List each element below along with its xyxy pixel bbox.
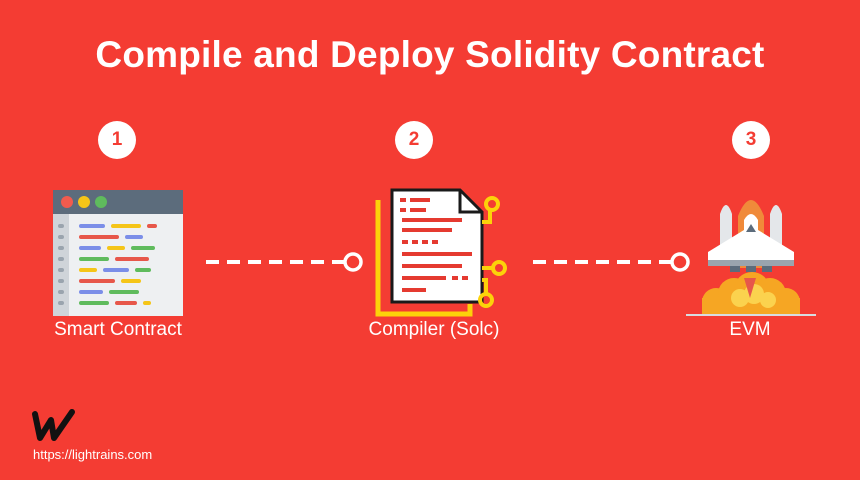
compiler-document-icon [375, 188, 507, 317]
step-1-label: Smart Contract [54, 319, 182, 340]
rocket-launch-icon [686, 200, 816, 316]
step-3-label: EVM [729, 319, 771, 340]
code-editor-icon [53, 190, 183, 316]
connector-1-to-2 [206, 252, 363, 272]
connector-2-to-3 [533, 252, 690, 272]
step-2-label: Compiler (Solc) [368, 319, 500, 340]
step-3-badge: 3 [732, 121, 770, 159]
step-1-badge: 1 [98, 121, 136, 159]
site-url: https://lightrains.com [33, 447, 153, 462]
diagram-title: Compile and Deploy Solidity Contract [95, 34, 765, 75]
step-2-badge: 2 [395, 121, 433, 159]
lightrains-logo-icon [32, 409, 75, 441]
